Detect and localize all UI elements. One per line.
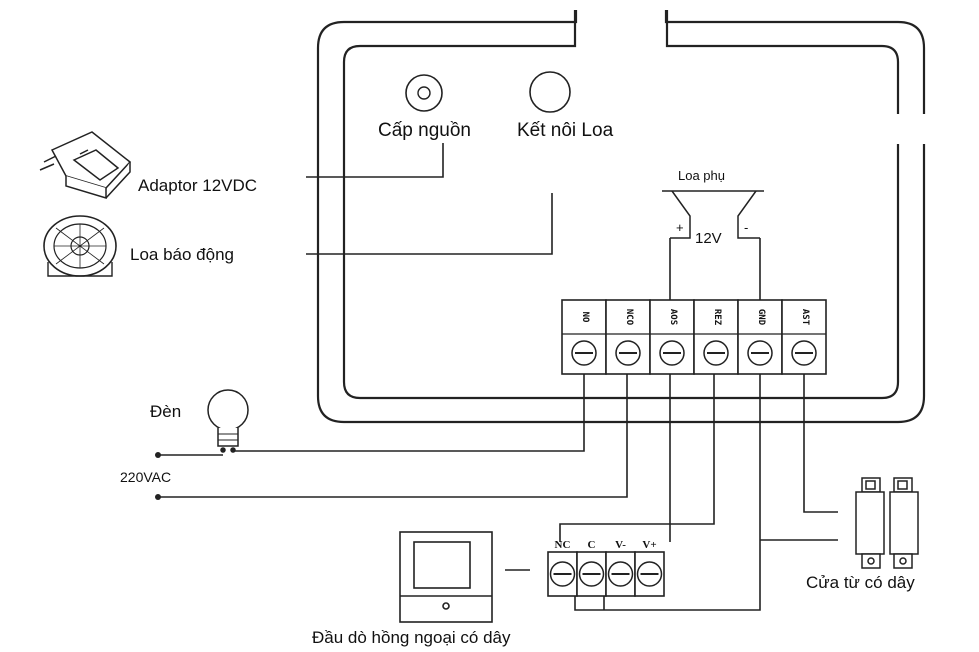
adaptor-leader-line: [306, 143, 444, 178]
adaptor-label: Adaptor 12VDC: [138, 176, 257, 195]
siren-label: Loa báo động: [130, 245, 234, 264]
bulb-icon: [207, 389, 249, 453]
pir-terminal: NC: [547, 539, 578, 597]
pir-detector-icon: [399, 531, 493, 623]
panel-terminal-label: AOS: [668, 309, 678, 325]
minus-sign: -: [744, 220, 748, 235]
pir-terminal-label: V-: [615, 539, 626, 551]
door-sensor-label: Cửa từ có dây: [806, 573, 915, 592]
panel-terminal-label: NO: [580, 312, 590, 323]
panel-terminal: NO: [561, 299, 607, 375]
siren-icon: [43, 215, 117, 277]
panel-terminal-label: AST: [800, 309, 810, 326]
panel-terminal-label: GND: [756, 309, 766, 326]
panel-terminal-label: REZ: [712, 309, 722, 326]
pir-terminal-block: NC C V- V+: [547, 539, 665, 597]
panel-terminal: GND: [737, 299, 783, 375]
panel-terminal: REZ: [693, 299, 739, 375]
siren-leader-line: [306, 193, 553, 255]
panel-terminal-label: NCO: [624, 309, 634, 326]
power-socket-icon: [405, 74, 443, 112]
lamp-label: Đèn: [150, 402, 181, 421]
pir-terminal: V-: [605, 539, 636, 597]
door-contact-icon: [855, 477, 919, 569]
panel-terminal: NCO: [605, 299, 651, 375]
panel-terminal: AST: [781, 299, 827, 375]
power-socket-label: Cấp nguồn: [378, 120, 471, 141]
mains-label: 220VAC: [120, 469, 171, 485]
speaker-horn-icon: [662, 190, 764, 239]
pir-terminal-label: V+: [642, 539, 656, 551]
speaker-socket-label: Kết nôi Loa: [517, 120, 614, 141]
speaker-socket-icon: [529, 71, 571, 113]
panel-terminal-block: NO NCO AOS REZ GND AST: [561, 299, 827, 375]
pir-terminal-label: C: [588, 539, 596, 551]
control-panel-enclosure: [316, 10, 926, 424]
pir-terminal: C: [576, 539, 607, 597]
adaptor-icon: [39, 131, 132, 200]
pir-terminal: V+: [634, 539, 665, 597]
aux-voltage-label: 12V: [695, 230, 722, 247]
pir-terminal-label: NC: [555, 539, 571, 551]
plus-sign: +: [676, 220, 684, 235]
pir-sensor-label: Đầu dò hồng ngoại có dây: [312, 628, 511, 647]
aux-speaker-label: Loa phụ: [678, 168, 725, 183]
panel-terminal: AOS: [649, 299, 695, 375]
